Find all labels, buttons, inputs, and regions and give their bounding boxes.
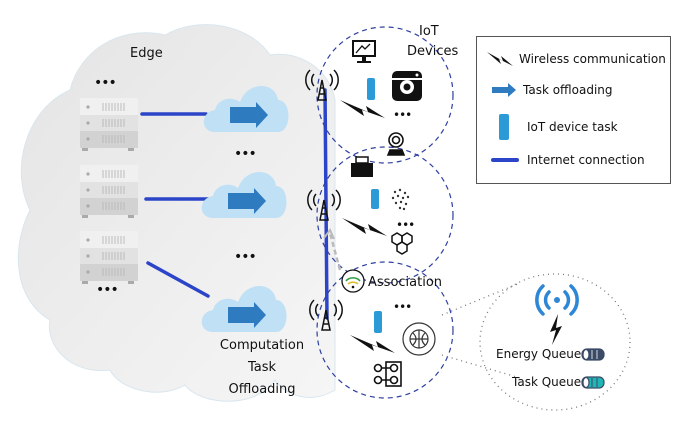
computation-label-line3: Offloading xyxy=(228,382,296,397)
arrow-right-icon xyxy=(230,102,268,128)
arrow-right-icon xyxy=(228,188,266,214)
iota-dots-icon xyxy=(391,188,410,211)
internet-line-towers xyxy=(323,88,329,320)
iot-task-icon xyxy=(367,78,375,100)
ellipsis: ••• xyxy=(234,249,257,265)
association-label: Association xyxy=(368,275,443,290)
ellipsis: ••• xyxy=(96,282,119,298)
legend-label: IoT device task xyxy=(527,120,618,134)
edge-server-2 xyxy=(80,165,138,218)
iot-cluster-circle-2 xyxy=(316,146,454,284)
iot-task-icon xyxy=(374,311,382,333)
ellipsis: ••• xyxy=(393,300,412,314)
iot-cluster-circle-1 xyxy=(316,26,454,164)
zoom-detail-circle xyxy=(479,273,631,411)
legend-item-iot-task: IoT device task xyxy=(497,113,618,141)
ellipsis: ••• xyxy=(396,218,415,232)
base-station-tower-1 xyxy=(305,69,339,101)
task-cylinder-icon xyxy=(499,114,509,140)
iot-devices-label-line2: Devices xyxy=(407,44,459,59)
lightning-icon xyxy=(340,100,385,118)
offload-cloud-3 xyxy=(201,286,287,332)
legend-item-task-offloading: Task offloading xyxy=(491,82,613,98)
task-queue-label: Task Queue xyxy=(512,375,582,389)
arrow-right-icon xyxy=(492,83,516,97)
iot-task-icon xyxy=(371,189,379,209)
broadcast-icon xyxy=(535,284,579,316)
lightning-icon xyxy=(550,314,562,345)
printer-icon xyxy=(351,156,373,177)
circuit-board-icon xyxy=(373,361,402,387)
legend-item-wireless: Wireless communication xyxy=(485,49,666,69)
internet-connections xyxy=(140,88,329,320)
webcam-icon xyxy=(386,132,406,156)
arrow-right-icon xyxy=(228,302,266,328)
offload-cloud-1 xyxy=(203,86,289,132)
edge-server-1 xyxy=(80,98,138,151)
legend-label: Internet connection xyxy=(527,153,645,167)
zoom-detail xyxy=(441,273,631,411)
legend-item-internet: Internet connection xyxy=(491,153,645,167)
iot-cluster-circle-3 xyxy=(316,261,454,399)
hexagon-network-icon xyxy=(391,232,413,255)
lightning-icon xyxy=(487,52,513,66)
legend-label: Wireless communication xyxy=(519,52,666,66)
task-queue-icon xyxy=(581,376,605,389)
camera-icon xyxy=(392,71,422,101)
edge-label: Edge xyxy=(130,46,163,61)
energy-queue-label: Energy Queue xyxy=(496,347,582,361)
monitor-chart-icon xyxy=(352,40,376,63)
offload-cloud-2 xyxy=(201,172,287,218)
edge-server-3 xyxy=(80,231,138,284)
internet-line-3 xyxy=(146,261,210,298)
association-arrow xyxy=(328,232,342,271)
ellipsis: ••• xyxy=(393,108,412,122)
ellipsis: ••• xyxy=(234,146,257,162)
legend-label: Task offloading xyxy=(523,83,613,97)
ellipsis: ••• xyxy=(94,75,117,91)
base-station-tower-3 xyxy=(309,299,343,331)
computation-label-line1: Computation xyxy=(219,338,305,353)
computation-label-line2: Task xyxy=(247,360,277,375)
lightning-icon xyxy=(350,335,395,353)
base-station-tower-2 xyxy=(307,189,341,221)
energy-queue-icon xyxy=(581,348,605,361)
globe-network-icon xyxy=(402,322,436,356)
legend: Wireless communication Task offloading I… xyxy=(476,36,671,184)
line-icon xyxy=(491,158,519,162)
lightning-icon xyxy=(342,218,387,236)
iot-devices-label-line1: IoT xyxy=(419,24,439,39)
wifi-router-icon xyxy=(341,269,365,293)
